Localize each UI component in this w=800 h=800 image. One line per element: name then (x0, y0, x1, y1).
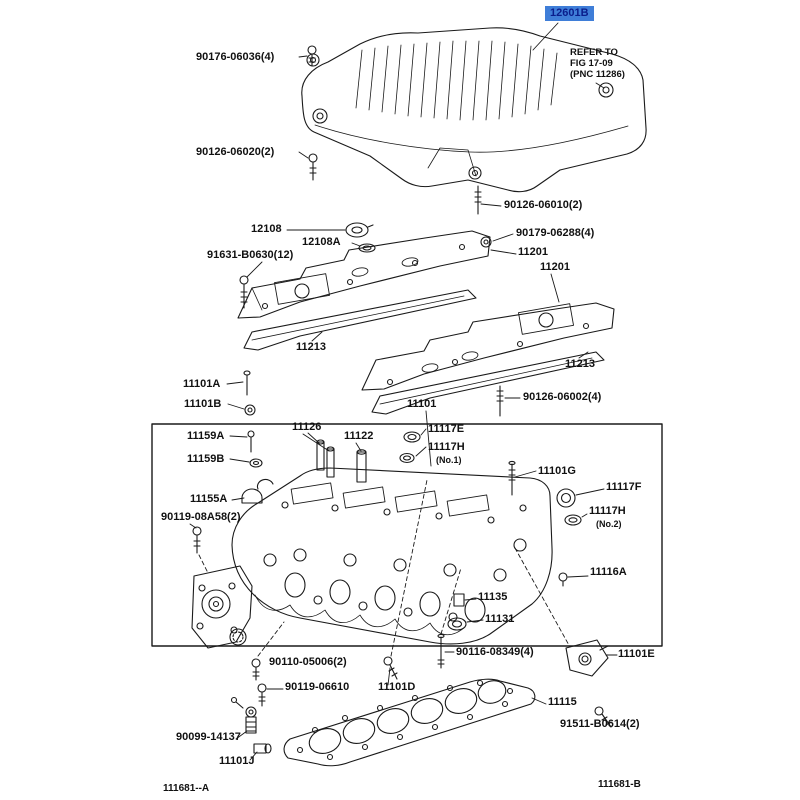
part-label-11117h-no1-sub: (No.1) (436, 455, 462, 465)
part-label-90126-06002[interactable]: 90126-06002(4) (523, 391, 602, 403)
bolt-90176-icon (308, 46, 316, 66)
part-label-11117h-no2[interactable]: 11117H (589, 505, 626, 517)
part-label-91511-b0614[interactable]: 91511-B0614(2) (560, 718, 640, 730)
stud-90116-icon (438, 634, 444, 668)
part-label-11101[interactable]: 11101 (407, 398, 437, 410)
cover-grommet-icon (307, 54, 613, 179)
pin-11101A-icon (244, 371, 250, 395)
valve-cover-gasket-1-drawing (244, 290, 476, 350)
ring-11101B-icon (245, 405, 255, 415)
valve-cover-1-drawing (238, 231, 490, 318)
part-label-11117f[interactable]: 11117F (606, 481, 642, 493)
part-label-90119-06610[interactable]: 90119-06610 (285, 681, 350, 693)
part-label-11213-no1[interactable]: 11213 (296, 341, 326, 353)
plug-11135-icon (454, 594, 464, 606)
plug-11101J-icon (254, 744, 271, 753)
part-label-11131[interactable]: 11131 (485, 613, 515, 625)
bolt-90110-icon (252, 659, 260, 680)
ring-11117H-no1-icon (400, 454, 414, 463)
part-label-11101d[interactable]: 11101D (378, 681, 416, 693)
page-code-left: 111681--A (163, 783, 210, 794)
seal-11131-icon (448, 618, 466, 630)
part-label-90179-06288[interactable]: 90179-06288(4) (516, 227, 595, 239)
part-label-11101e[interactable]: 11101E (618, 648, 655, 660)
part-label-11101b[interactable]: 11101B (184, 398, 222, 410)
bolt-90119-08A58-icon (193, 527, 201, 553)
page-code-right: 111681-B (598, 779, 641, 790)
head-gasket-drawing (284, 677, 535, 765)
stud-11101G-icon (509, 461, 515, 495)
valve-cover-2-drawing (362, 303, 614, 390)
ring-11117H-no2-icon (565, 515, 581, 525)
part-label-11135[interactable]: 11135 (478, 591, 508, 603)
nut-90179-icon (481, 237, 491, 247)
part-label-11117e[interactable]: 11117E (428, 423, 465, 435)
bearing-cap-11155A-icon (242, 479, 273, 503)
union-90099-icon (232, 698, 257, 734)
part-label-12108[interactable]: 12108 (251, 223, 282, 235)
part-label-11213-no2[interactable]: 11213 (565, 358, 595, 370)
valve-cover-gasket-2-drawing (372, 352, 604, 414)
bolt-90119-06610-icon (258, 684, 266, 706)
washer-11159B-icon (250, 459, 262, 467)
part-label-90116-08349[interactable]: 90116-08349(4) (456, 646, 534, 658)
part-label-11117h-no1[interactable]: 11117H (428, 441, 465, 453)
cap-11117E-icon (404, 432, 420, 442)
part-label-11115[interactable]: 11115 (548, 696, 577, 708)
guide-11122-icon (357, 450, 366, 482)
leader-lines (190, 23, 617, 760)
part-label-11122[interactable]: 11122 (344, 430, 374, 442)
part-label-11116a[interactable]: 11116A (590, 566, 627, 578)
part-label-11201-no1[interactable]: 11201 (518, 246, 548, 258)
part-label-11101j[interactable]: 11101J (219, 755, 255, 767)
oil-cap-12108-icon (346, 223, 373, 237)
bolt-91631-icon (240, 276, 248, 308)
part-label-11159a[interactable]: 11159A (187, 430, 225, 442)
stud-90126-06010-icon (475, 186, 481, 214)
stud-90126-06002-icon (497, 386, 503, 416)
front-housing-drawing (192, 566, 252, 648)
part-label-11126[interactable]: 11126 (292, 421, 322, 433)
sensor-11101E-drawing (566, 640, 608, 676)
part-label-12601b[interactable]: 12601B (545, 6, 594, 21)
part-label-90099-14137[interactable]: 90099-14137 (176, 731, 241, 743)
part-label-90126-06010[interactable]: 90126-06010(2) (504, 199, 583, 211)
detail-frame-box (152, 424, 662, 646)
part-label-11159b[interactable]: 11159B (187, 453, 225, 465)
cylinder-head-drawing (232, 468, 552, 644)
stud-11116A-icon (559, 573, 567, 586)
bolt-90126-06020-icon (309, 154, 317, 180)
part-label-11117h-no2-sub: (No.2) (596, 519, 622, 529)
refer-note[interactable]: REFER TO FIG 17-09 (PNC 11286) (570, 47, 625, 80)
bolt-11159A-icon (248, 431, 254, 452)
part-label-90110-05006[interactable]: 90110-05006(2) (269, 656, 347, 668)
engine-cover-drawing (302, 28, 646, 192)
part-label-90176-06036[interactable]: 90176-06036(4) (196, 51, 275, 63)
dashed-assembly-lines (199, 480, 570, 656)
part-label-90126-06020[interactable]: 90126-06020(2) (196, 146, 275, 158)
part-label-91631-b0630[interactable]: 91631-B0630(12) (207, 249, 294, 261)
bolt-91511-icon (595, 707, 611, 727)
seal-11117F-icon (557, 489, 575, 507)
part-label-11201-no2[interactable]: 11201 (540, 261, 570, 273)
part-label-90119-08a58[interactable]: 90119-08A58(2) (161, 511, 241, 523)
part-label-11155a[interactable]: 11155A (190, 493, 228, 505)
part-label-11101a[interactable]: 11101A (183, 378, 221, 390)
bolt-11101D-icon (384, 657, 397, 679)
part-label-11101g[interactable]: 11101G (538, 465, 576, 477)
guide-11126-icon (317, 440, 334, 477)
part-label-12108a[interactable]: 12108A (302, 236, 341, 248)
